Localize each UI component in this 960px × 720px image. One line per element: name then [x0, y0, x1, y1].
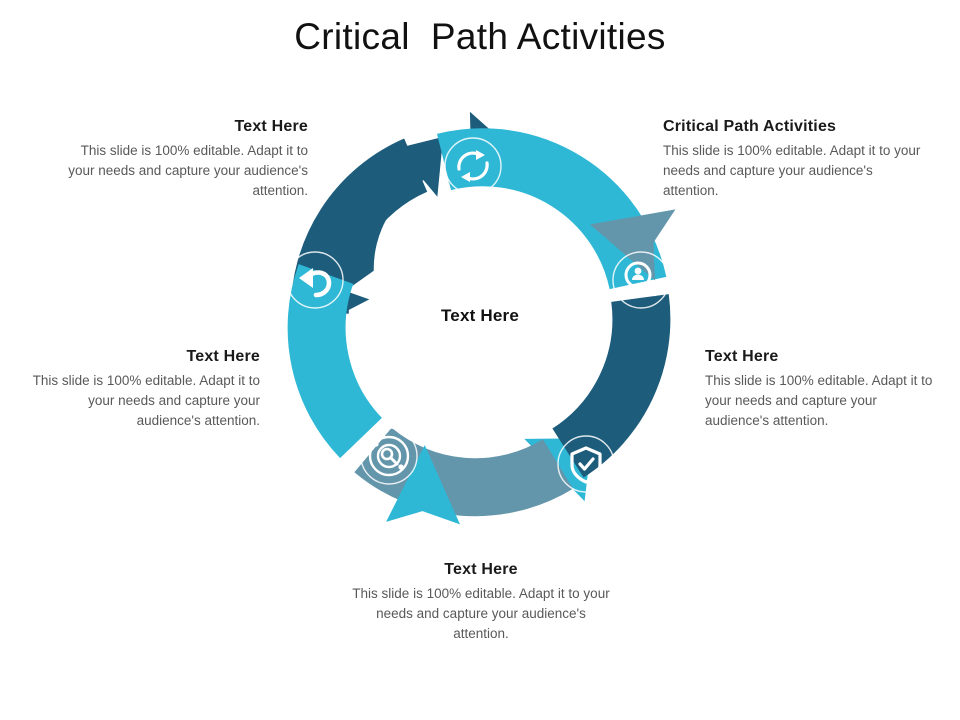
- segment-bottom-arrowhead: [589, 209, 676, 281]
- user-search-icon: [612, 251, 670, 309]
- refresh-cycle-icon: [444, 137, 502, 195]
- text-block-right-body: This slide is 100% editable. Adapt it to…: [705, 373, 933, 428]
- text-block-left-body: This slide is 100% editable. Adapt it to…: [32, 373, 260, 428]
- text-block-top-left-title: Text Here: [234, 118, 308, 135]
- page-title: Critical Path Activities: [294, 16, 666, 57]
- text-block-top-left: Text Here This slide is 100% editable. A…: [60, 118, 308, 200]
- segment-right-upper-arc: [436, 128, 667, 290]
- text-block-left: Text Here This slide is 100% editable. A…: [28, 348, 260, 430]
- text-block-bottom-body: This slide is 100% editable. Adapt it to…: [352, 586, 610, 641]
- text-block-top-left-body: This slide is 100% editable. Adapt it to…: [68, 143, 308, 198]
- target-search-icon: [360, 427, 418, 485]
- text-block-right-title: Text Here: [705, 348, 779, 365]
- diagram-center-label: Text Here: [440, 306, 520, 325]
- shield-check-icon: [557, 435, 615, 493]
- text-block-bottom-title: Text Here: [444, 561, 518, 578]
- text-block-bottom: Text Here This slide is 100% editable. A…: [350, 561, 612, 643]
- segment-left-arrowhead: [386, 445, 461, 525]
- text-block-top-right: Critical Path Activities This slide is 1…: [663, 118, 921, 200]
- text-block-left-title: Text Here: [186, 348, 260, 365]
- segment-right-lower-arc: [551, 294, 671, 478]
- circular-process-diagram: Text Here: [258, 98, 702, 552]
- text-block-top-right-title: Critical Path Activities: [663, 118, 837, 135]
- text-block-top-right-body: This slide is 100% editable. Adapt it to…: [663, 143, 921, 198]
- undo-arrow-icon: [286, 251, 344, 309]
- text-block-right: Text Here This slide is 100% editable. A…: [705, 348, 937, 430]
